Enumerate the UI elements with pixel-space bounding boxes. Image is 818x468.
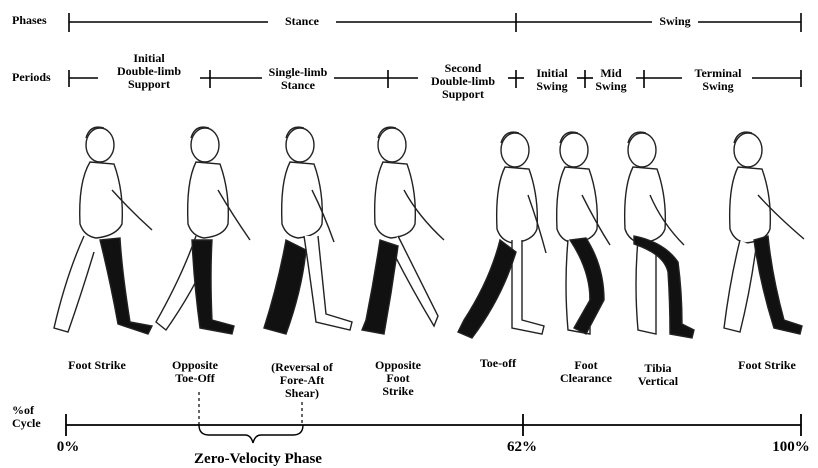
event-foot-clearance: Foot Clearance: [548, 359, 624, 385]
period-terminal-swing: Terminal Swing: [684, 67, 752, 93]
period-second-double-limb: Second Double-limb Support: [418, 62, 508, 101]
cycle-axis: [66, 414, 801, 436]
periods-row-label: Periods: [12, 71, 51, 84]
figure-foot-strike: [54, 127, 152, 334]
phase-swing: Swing: [652, 15, 698, 28]
figure-opposite-toe-off: [156, 127, 250, 334]
cycle-label-100: 100%: [766, 439, 816, 455]
event-foot-strike-end: Foot Strike: [722, 359, 812, 372]
phases-row-label: Phases: [12, 14, 47, 27]
event-reversal-shear: (Reversal of Fore-Aft Shear): [255, 361, 349, 400]
period-mid-swing: Mid Swing: [589, 67, 633, 93]
walking-figures: [54, 127, 804, 338]
figure-foot-strike-end: [724, 132, 804, 334]
period-single-limb-stance: Single-limb Stance: [262, 66, 334, 92]
figure-reversal-shear: [264, 127, 352, 334]
figure-tibia-vertical: [625, 132, 694, 338]
period-initial-swing: Initial Swing: [527, 67, 577, 93]
figure-toe-off: [458, 132, 546, 338]
figure-opposite-foot-strike: [362, 127, 444, 334]
event-toe-off: Toe-off: [462, 357, 534, 370]
cycle-row-label: %of Cycle: [12, 404, 41, 430]
event-tibia-vertical: Tibia Vertical: [622, 362, 694, 388]
figure-foot-clearance: [557, 132, 610, 334]
phase-stance: Stance: [270, 15, 334, 28]
event-opposite-foot-strike: Opposite Foot Strike: [358, 359, 438, 398]
event-opposite-toe-off: Opposite Toe-Off: [155, 359, 235, 385]
event-foot-strike: Foot Strike: [52, 359, 142, 372]
period-initial-double-limb: Initial Double-limb Support: [98, 52, 200, 91]
cycle-label-0: 0%: [46, 439, 90, 455]
cycle-label-62: 62%: [500, 439, 544, 455]
zero-velocity-label: Zero-Velocity Phase: [168, 451, 348, 467]
